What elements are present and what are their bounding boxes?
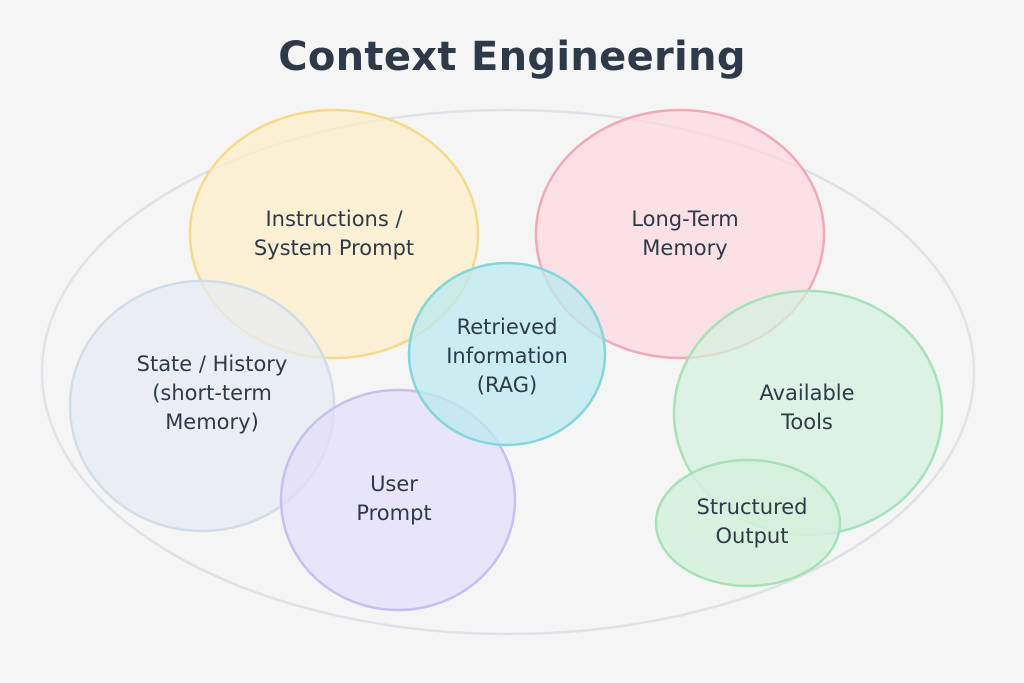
label-line: Available (759, 381, 855, 405)
label-line: Prompt (356, 501, 432, 525)
label-line: (short-term (152, 381, 272, 405)
label-user-prompt: User Prompt (314, 470, 474, 528)
label-available-tools: Available Tools (717, 379, 897, 437)
label-line: Information (446, 344, 568, 368)
label-long-term-memory: Long-Term Memory (585, 205, 785, 263)
label-line: State / History (136, 352, 288, 376)
circle-long-term-memory (534, 108, 826, 360)
label-line: Structured (696, 495, 808, 519)
circle-retrieved-information (407, 261, 607, 447)
label-instructions: Instructions / System Prompt (234, 205, 434, 263)
label-line: Retrieved (456, 315, 558, 339)
diagram-title: Context Engineering (278, 34, 746, 80)
label-line: System Prompt (253, 236, 415, 260)
label-state-history: State / History (short-term Memory) (112, 350, 312, 437)
label-line: User (370, 472, 418, 496)
circle-user-prompt (279, 388, 517, 612)
label-line: Output (715, 524, 789, 548)
outer-context-ellipse (40, 108, 976, 636)
label-line: Tools (781, 410, 833, 434)
label-retrieved-information: Retrieved Information (RAG) (417, 313, 597, 400)
label-line: (RAG) (476, 373, 538, 397)
label-structured-output: Structured Output (662, 493, 842, 551)
label-line: Instructions / (265, 207, 403, 231)
circle-state-history (68, 279, 336, 533)
label-line: Long-Term (631, 207, 739, 231)
label-line: Memory (642, 236, 728, 260)
circle-structured-output (654, 458, 842, 588)
label-line: Memory) (165, 410, 259, 434)
